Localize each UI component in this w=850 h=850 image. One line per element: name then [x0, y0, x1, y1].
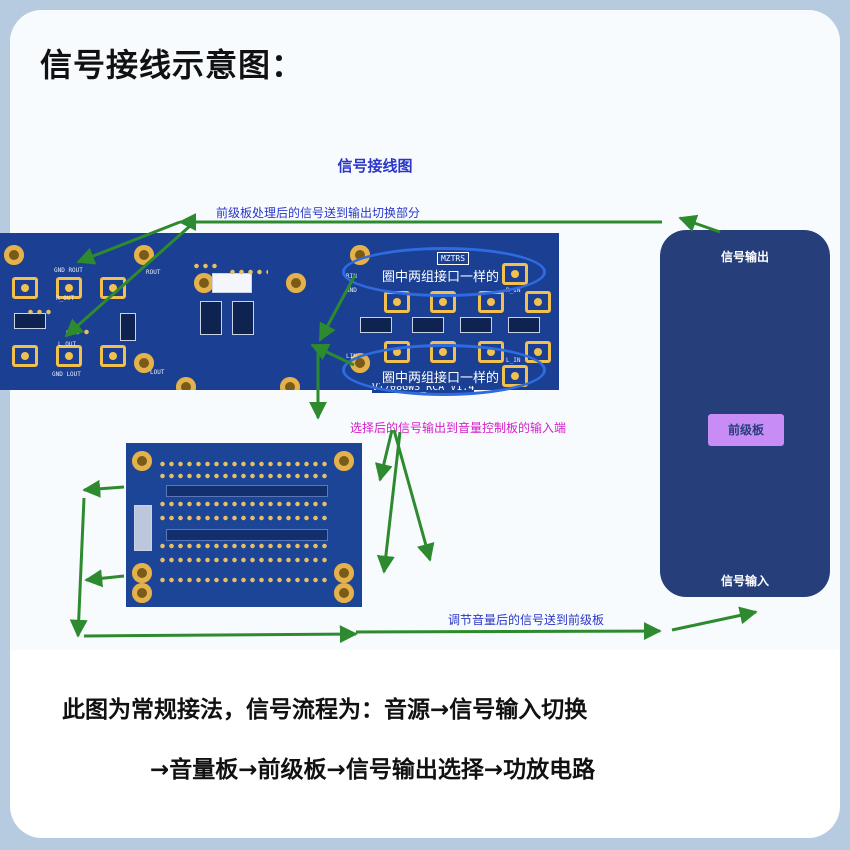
note-bottom-arrow: 调节音量后的信号送到前级板	[448, 613, 605, 627]
flow-description-line2: →音量板→前级板→信号输出选择→功放电路	[150, 757, 596, 783]
signal-output-label: 信号输出	[720, 250, 769, 264]
lower-group-ellipse	[342, 344, 546, 396]
lower-group-callout: 圈中两组接口一样的	[380, 367, 502, 386]
page-title: 信号接线示意图：	[40, 46, 305, 84]
volume-pcb-image	[126, 443, 362, 607]
upper-group-callout: 圈中两组接口一样的	[380, 266, 502, 285]
flow-description-line1: 此图为常规接法，信号流程为：音源→信号输入切换	[62, 697, 588, 723]
note-to-volume: 选择后的信号输出到音量控制板的输入端	[350, 421, 567, 435]
preamp-panel: 信号输出 前级板 信号输入	[660, 230, 830, 597]
note-top-arrow: 前级板处理后的信号送到输出切换部分	[216, 206, 421, 220]
diagram-title: 信号接线图	[337, 157, 413, 175]
preamp-board-button[interactable]: 前级板	[708, 414, 784, 446]
signal-input-label: 信号输入	[720, 574, 769, 588]
upper-group-ellipse	[342, 247, 546, 297]
